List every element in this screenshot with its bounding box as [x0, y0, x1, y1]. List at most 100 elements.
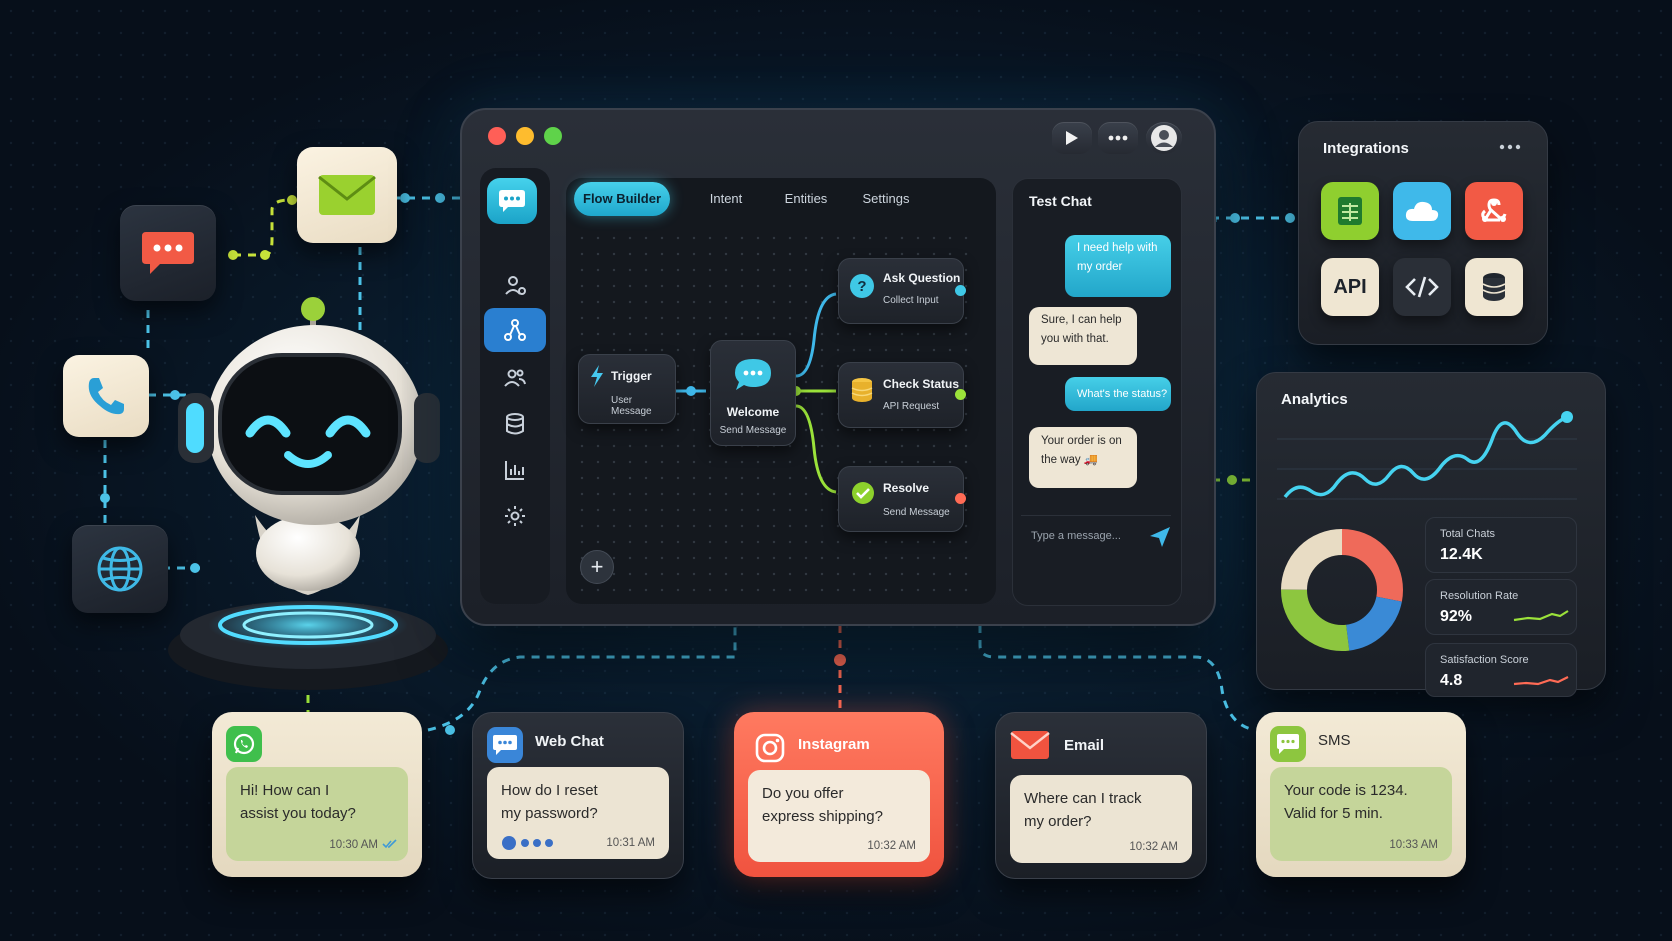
- chat-tile[interactable]: [120, 205, 216, 301]
- flow-node-check-status[interactable]: Check Status API Request: [838, 362, 966, 428]
- tab-intent[interactable]: Intent: [709, 191, 743, 206]
- integration-cloud[interactable]: [1393, 182, 1451, 240]
- sms-icon: [1270, 726, 1306, 762]
- node-title: Check Status: [883, 377, 960, 391]
- message-time: 10:31 AM: [606, 837, 655, 849]
- integration-database[interactable]: [1465, 258, 1523, 316]
- channel-name: Instagram: [798, 736, 870, 753]
- run-button[interactable]: [1052, 122, 1092, 154]
- message-line: How do I reset: [501, 782, 598, 799]
- stat-label: Total Chats: [1440, 528, 1496, 540]
- message-line: Where can I track: [1024, 790, 1142, 807]
- output-port[interactable]: [955, 493, 966, 504]
- database-icon: [1482, 273, 1506, 301]
- play-icon: [1066, 131, 1078, 145]
- flow-node-ask-question[interactable]: ? Ask Question Collect Input: [838, 258, 966, 324]
- people-icon: [504, 369, 526, 387]
- message-line: Do you offer: [762, 785, 844, 802]
- tab-flow-builder[interactable]: Flow Builder: [574, 182, 670, 216]
- message-line: my password?: [501, 805, 598, 822]
- gear-icon: [505, 506, 525, 526]
- maximize-window-button[interactable]: [544, 127, 562, 145]
- output-port[interactable]: [955, 389, 966, 400]
- bot-builder-window: Flow Builder Intent Entities Settings Tr…: [460, 108, 1216, 626]
- integration-code[interactable]: [1393, 258, 1451, 316]
- channel-card-whatsapp[interactable]: Hi! How can I assist you today? 10:30 AM: [212, 712, 422, 877]
- message-time: 10:32 AM: [1129, 841, 1178, 853]
- flow-node-welcome[interactable]: Welcome Send Message: [710, 340, 796, 446]
- node-title: Welcome: [726, 405, 780, 419]
- mail-tile[interactable]: [297, 147, 397, 243]
- tab-entities[interactable]: Entities: [784, 191, 828, 206]
- chatbot-robot: [160, 295, 450, 695]
- channel-name: SMS: [1318, 732, 1351, 749]
- sidebar-item-flows[interactable]: [484, 308, 546, 352]
- chat-input-placeholder: Type a message...: [1031, 530, 1121, 542]
- more-dots-icon[interactable]: [1499, 144, 1521, 150]
- integration-webhook[interactable]: [1465, 182, 1523, 240]
- stat-value: 92%: [1440, 608, 1473, 625]
- flow-node-resolve[interactable]: Resolve Send Message: [838, 466, 966, 532]
- message-line: my order: [1077, 261, 1123, 273]
- app-logo[interactable]: [487, 178, 537, 224]
- sidebar-item-contacts[interactable]: [484, 356, 546, 400]
- message-line: I need help with: [1077, 242, 1158, 254]
- globe-tile[interactable]: [72, 525, 168, 613]
- flow-icon: [504, 319, 526, 341]
- lightning-icon: [591, 365, 603, 387]
- tab-settings[interactable]: Settings: [862, 191, 910, 206]
- stat-value: 12.4K: [1440, 546, 1483, 563]
- add-node-button[interactable]: +: [580, 550, 614, 584]
- node-subtitle: Send Message: [883, 507, 950, 518]
- users-flow-icon: [505, 276, 526, 295]
- sidebar-item-settings[interactable]: [484, 494, 546, 538]
- chat-bubble-icon: [142, 232, 194, 274]
- close-window-button[interactable]: [488, 127, 506, 145]
- database-icon: [506, 413, 524, 435]
- message-line: Hi! How can I: [240, 782, 330, 799]
- stat-label: Satisfaction Score: [1440, 654, 1529, 666]
- message-line: Your code is 1234.: [1284, 782, 1408, 799]
- more-button[interactable]: [1098, 122, 1138, 154]
- message-time: 10:30 AM: [329, 839, 378, 851]
- message-line: assist you today?: [240, 805, 356, 822]
- web-chat-icon: [487, 727, 523, 763]
- minimize-window-button[interactable]: [516, 127, 534, 145]
- flow-node-trigger[interactable]: Trigger User Message: [578, 354, 676, 424]
- channel-message: Hi! How can I assist you today? 10:30 AM: [226, 767, 408, 861]
- question-icon: ?: [850, 274, 874, 298]
- output-port[interactable]: [955, 285, 966, 296]
- send-icon[interactable]: [1149, 526, 1171, 548]
- stat-total-chats: Total Chats 12.4K: [1425, 517, 1577, 573]
- phone-tile[interactable]: [63, 355, 149, 437]
- svg-text:?: ?: [857, 278, 866, 295]
- flow-canvas[interactable]: Trigger User Message Welcome Send Messag…: [574, 230, 980, 594]
- sidebar-item-analytics[interactable]: [484, 448, 546, 492]
- chat-message-user: I need help with my order: [1065, 235, 1171, 297]
- message-line: express shipping?: [762, 808, 883, 825]
- cloud-icon: [1405, 201, 1439, 221]
- sidebar-item-agents[interactable]: [484, 264, 546, 308]
- more-dots-icon: [1108, 135, 1128, 141]
- chat-input[interactable]: Type a message...: [1021, 515, 1171, 560]
- analytics-title: Analytics: [1281, 391, 1348, 408]
- globe-icon: [97, 546, 143, 592]
- sidebar-item-data[interactable]: [484, 402, 546, 446]
- test-chat-panel: Test Chat I need help with my order Sure…: [1012, 178, 1182, 606]
- message-time: 10:33 AM: [1389, 839, 1438, 851]
- integration-sheets[interactable]: [1321, 182, 1379, 240]
- double-check-icon: [382, 839, 397, 849]
- node-title: Resolve: [883, 481, 930, 495]
- sheets-icon: [1338, 197, 1362, 225]
- integration-api[interactable]: API: [1321, 258, 1379, 316]
- webhook-icon: [1481, 198, 1507, 222]
- channel-card-sms[interactable]: SMS Your code is 1234.Valid for 5 min. 1…: [1256, 712, 1466, 877]
- sparkline-red: [1513, 676, 1569, 686]
- profile-button[interactable]: [1146, 122, 1182, 154]
- integrations-panel: Integrations API: [1298, 121, 1548, 345]
